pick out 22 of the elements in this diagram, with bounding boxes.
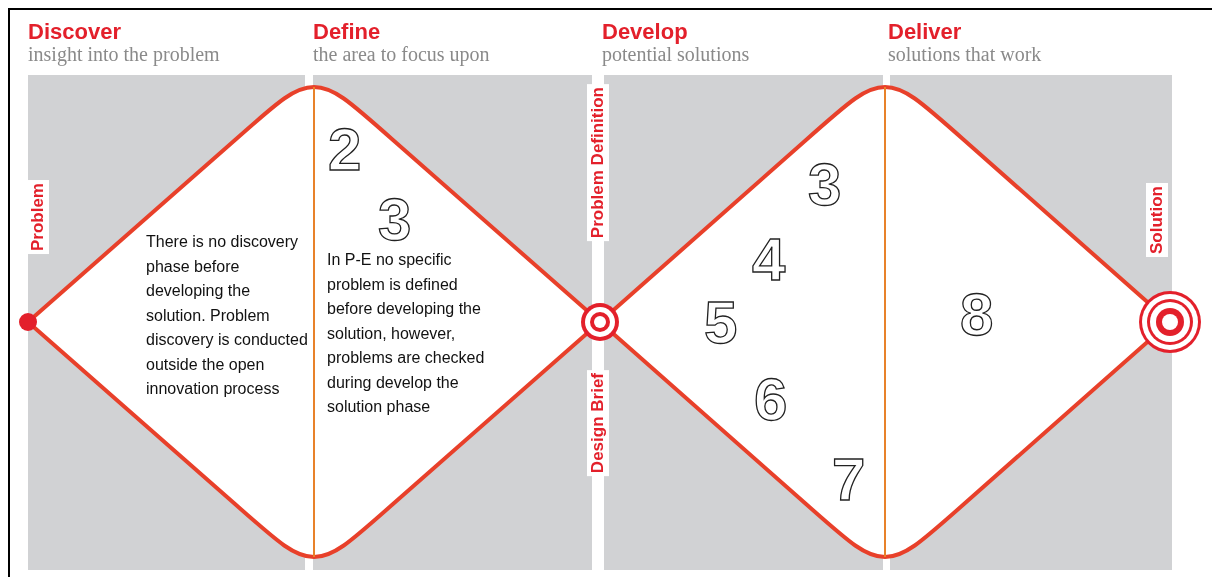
phase-subtitle: solutions that work <box>888 43 1042 65</box>
milestone-label: Design Brief <box>587 370 609 477</box>
note-text: In P-E no specific problem is defined before developing the solution, however, problems are checked during develop the solution phase <box>327 250 486 417</box>
phase-heading: Develop <box>602 20 688 44</box>
phase-heading: Discover <box>28 20 121 44</box>
phase-subtitle: the area to focus upon <box>313 43 490 65</box>
phase-subtitle: insight into the problem <box>28 43 220 65</box>
step-number: 3 <box>378 190 412 250</box>
phase-heading: Deliver <box>888 20 962 44</box>
step-number: 2 <box>328 120 362 180</box>
note-text: There is no discovery phase before developing the solution. Problem discovery is conducted outside the open innovation process <box>146 232 309 399</box>
milestone-label: Problem <box>27 180 49 255</box>
phase-heading: Define <box>313 20 381 44</box>
step-number: 5 <box>704 293 738 353</box>
step-number: 6 <box>754 370 788 430</box>
step-number: 4 <box>752 230 786 290</box>
milestone-label: Problem Definition <box>587 84 609 242</box>
phase-subtitle: potential solutions <box>602 43 750 65</box>
step-number: 7 <box>832 450 866 510</box>
step-number: 3 <box>808 155 842 215</box>
step-number: 8 <box>960 285 994 345</box>
milestone-label: Solution <box>1146 183 1168 257</box>
